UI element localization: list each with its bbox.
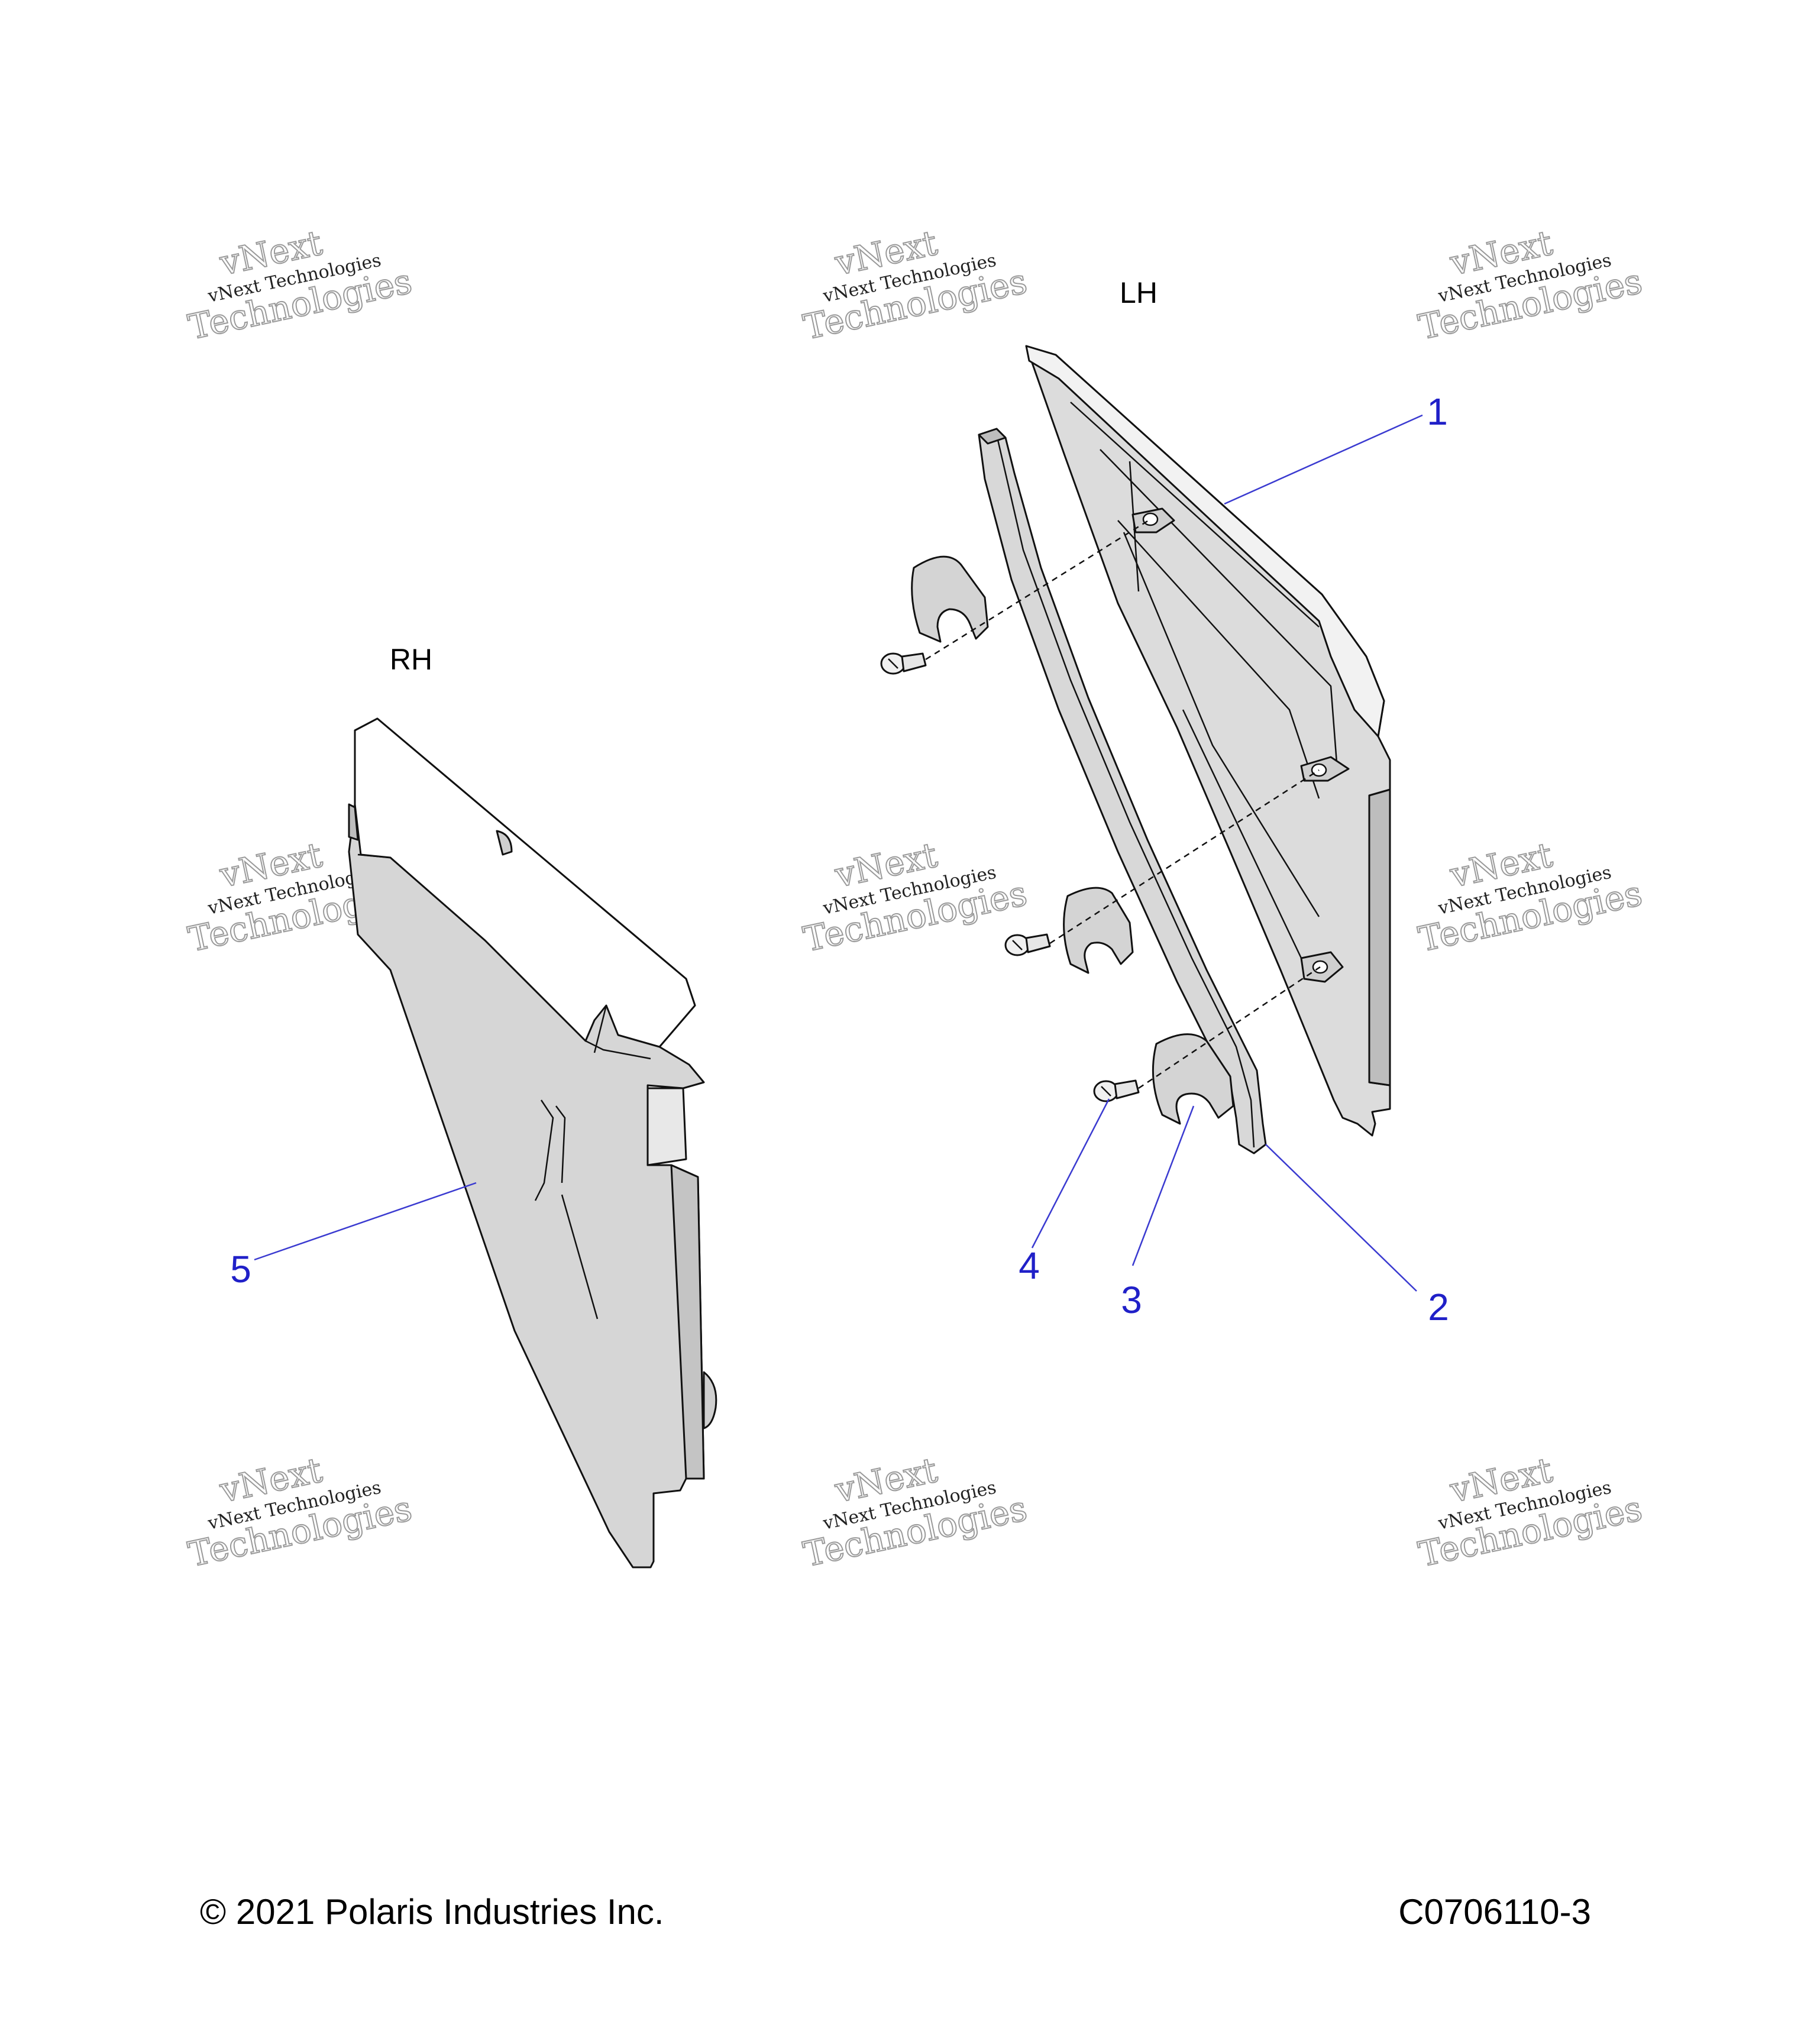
watermark: vNext vNext Technologies Technologies [799, 834, 1031, 960]
lh-side-panel [1025, 345, 1391, 1137]
watermark: vNext vNext Technologies Technologies [799, 1449, 1031, 1575]
leader-4 [1031, 1098, 1110, 1249]
leader-2 [1265, 1144, 1417, 1292]
screw [1093, 1079, 1140, 1102]
rh-label: RH [390, 643, 432, 676]
trim-strip [978, 428, 1267, 1154]
mount-boss [1131, 507, 1175, 533]
mount-boss [1300, 756, 1350, 782]
lh-label: LH [1120, 276, 1158, 309]
rh-side-panel [348, 717, 717, 1568]
screw [1004, 933, 1051, 956]
screw [880, 652, 927, 675]
watermark: vNext vNext Technologies Technologies [1414, 1449, 1646, 1575]
watermark: vNext vNext Technologies Technologies [1414, 222, 1646, 348]
watermark: vNext vNext Technologies Technologies [1414, 834, 1646, 960]
clip [1152, 1033, 1234, 1125]
copyright-text: © 2021 Polaris Industries Inc. [200, 1892, 664, 1932]
watermark: vNext vNext Technologies Technologies [184, 222, 416, 348]
leader-lines [254, 414, 1423, 1292]
callout-3: 3 [1121, 1279, 1142, 1321]
callout-5: 5 [230, 1248, 251, 1291]
callout-1: 1 [1427, 390, 1448, 433]
assembly-lines [925, 518, 1321, 1089]
watermark: vNext vNext Technologies Technologies [184, 1449, 416, 1575]
leader-3 [1131, 1105, 1195, 1266]
watermark: vNext vNext Technologies Technologies [799, 222, 1031, 348]
clip [911, 555, 989, 643]
leader-1 [1224, 414, 1423, 505]
leader-5 [254, 1182, 477, 1261]
callouts: 1 2 3 4 5 [230, 390, 1449, 1328]
mount-boss [1300, 951, 1344, 983]
callout-2: 2 [1428, 1286, 1449, 1328]
callout-4: 4 [1019, 1244, 1040, 1287]
drawing-number: C0706110-3 [1398, 1892, 1591, 1932]
clip [1063, 887, 1134, 974]
